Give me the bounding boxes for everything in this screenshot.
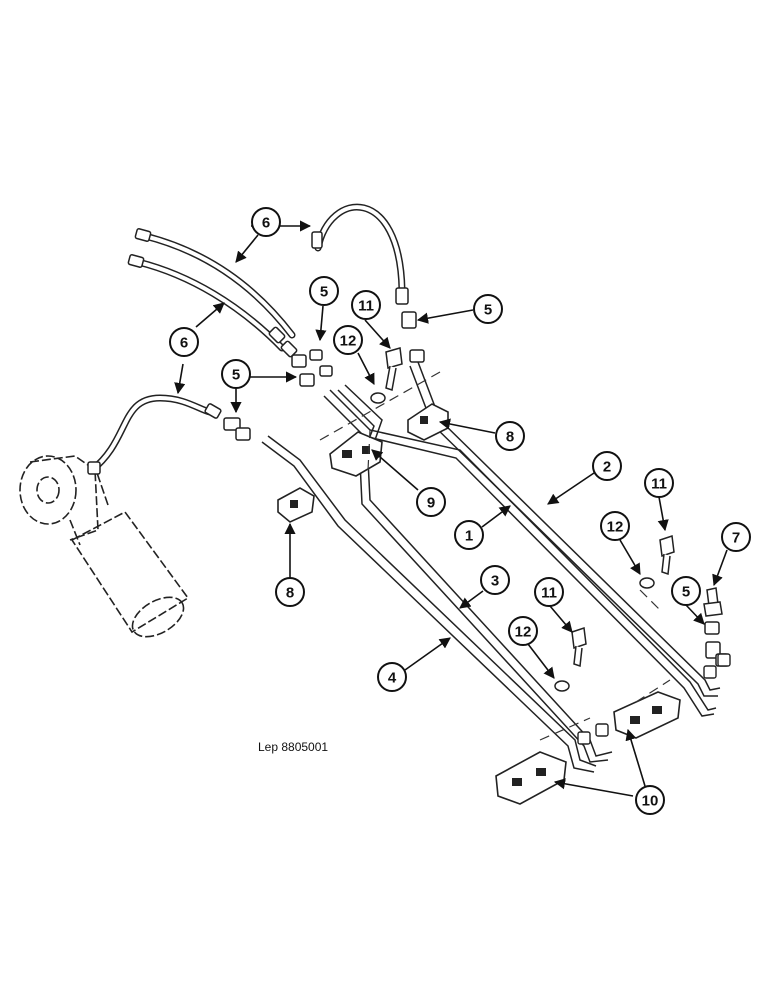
callout-circle-5c (473, 294, 503, 324)
callout-circle-4 (377, 662, 407, 692)
callout-label-9: 9 (427, 495, 435, 512)
callout-circles (169, 207, 751, 815)
callout-label-3: 3 (491, 573, 499, 590)
hose-lines (88, 203, 406, 474)
callout-label-12b: 12 (607, 519, 624, 536)
hose-fittings (87, 228, 409, 475)
callout-label-5a: 5 (320, 284, 328, 301)
callout-label-8b: 8 (286, 585, 294, 602)
callout-circle-11a (351, 290, 381, 320)
callout-label-12c: 12 (515, 624, 532, 641)
callout-label-11c: 11 (541, 585, 557, 602)
callout-circle-5a (309, 276, 339, 306)
callout-circle-9 (416, 487, 446, 517)
alignment-lines (319, 371, 671, 741)
callout-circle-8b (275, 577, 305, 607)
callout-circle-2 (592, 451, 622, 481)
callout-label-8a: 8 (506, 429, 514, 446)
callout-label-4: 4 (388, 670, 397, 687)
callout-circle-11c (534, 577, 564, 607)
callout-circle-12b (600, 511, 630, 541)
callout-circle-6a (251, 207, 281, 237)
callout-circle-6b (169, 327, 199, 357)
pipe-end-nuts (577, 653, 731, 745)
hydraulic-cylinder (19, 455, 190, 638)
callout-circle-1 (454, 520, 484, 550)
callout-circle-12a (333, 325, 363, 355)
callout-circle-3 (480, 565, 510, 595)
callout-label-1: 1 (465, 528, 473, 545)
callout-circle-7 (721, 522, 751, 552)
callout-label-6b: 6 (180, 335, 188, 352)
callout-label-2: 2 (603, 459, 611, 476)
leader-arrows (174, 220, 728, 797)
clamp-details (290, 416, 662, 786)
rigid-pipes (261, 361, 721, 773)
bolts-and-washers (370, 347, 723, 692)
callout-label-11b: 11 (651, 476, 667, 493)
callout-label-5d: 5 (682, 584, 690, 601)
callout-label-5b: 5 (232, 367, 240, 384)
drawing-reference-code: Lep 8805001 (258, 740, 328, 754)
callout-label-10: 10 (642, 793, 659, 810)
callout-circle-10 (635, 785, 665, 815)
callout-label-12a: 12 (340, 333, 357, 350)
callout-label-7: 7 (732, 530, 740, 547)
callout-circle-12c (508, 616, 538, 646)
callout-label-11a: 11 (358, 298, 374, 315)
callout-circle-5b (221, 359, 251, 389)
callout-circle-5d (671, 576, 701, 606)
callout-circle-11b (644, 468, 674, 498)
callout-labels: 6 6 5 5 5 5 11 12 8 8 9 2 1 11 12 7 3 4 … (180, 215, 740, 810)
callout-label-6a: 6 (262, 215, 270, 232)
callout-circle-8a (495, 421, 525, 451)
callout-label-5c: 5 (484, 302, 492, 319)
